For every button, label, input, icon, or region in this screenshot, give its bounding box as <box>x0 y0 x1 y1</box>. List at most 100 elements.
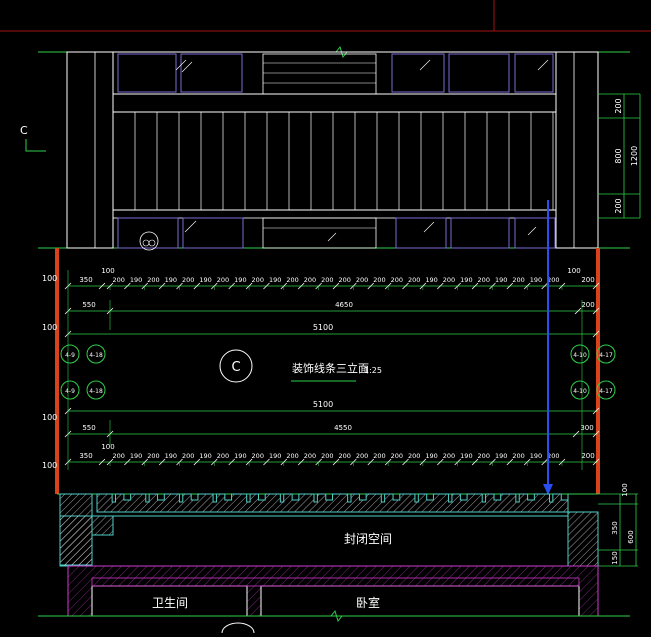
dim-tick <box>367 282 375 290</box>
dim-total: 5100 <box>313 323 333 332</box>
callout-right-a1 <box>570 344 590 364</box>
dim-segment: 190 <box>130 452 142 460</box>
dim-segment: 200 <box>391 276 403 284</box>
dim-tick <box>193 458 201 466</box>
svg-text:4-18: 4-18 <box>89 388 103 395</box>
dim-row-total-top: 5100 <box>64 323 600 338</box>
dim-first: 350 <box>79 276 92 284</box>
dim-tick <box>124 458 131 466</box>
room-bathroom: 卫生间 <box>152 596 188 610</box>
dim-tick <box>592 307 600 315</box>
dim-segment: 190 <box>199 452 211 460</box>
dim-right: 300 <box>580 424 593 432</box>
dim-mid: 4550 <box>334 424 352 432</box>
dim-segment: 190 <box>530 452 542 460</box>
dim-segment: 200 <box>478 276 490 284</box>
dim-segment: 200 <box>112 276 124 284</box>
row-label-4: 100 <box>42 461 57 470</box>
dim-segment: 200 <box>217 276 229 284</box>
svg-text:4-10: 4-10 <box>573 352 587 359</box>
svg-text:4-10: 4-10 <box>573 388 587 395</box>
dim-segment: 200 <box>338 276 350 284</box>
dim-segment: 200 <box>356 276 368 284</box>
dim-tick <box>124 282 131 290</box>
dim-segment: 200 <box>373 276 385 284</box>
callout-left-b1 <box>86 344 106 364</box>
dim-segment: 200 <box>304 452 316 460</box>
svg-text:4-9: 4-9 <box>65 388 75 395</box>
drawing-scale: 1:25 <box>364 366 382 375</box>
dim-tick <box>98 282 106 290</box>
dim-segment: 200 <box>147 276 159 284</box>
dim-segment: 190 <box>460 276 472 284</box>
dim-segment: 200 <box>252 276 264 284</box>
dim-segment: 200 <box>391 452 403 460</box>
dim-right-top: 100 <box>567 267 580 275</box>
dim-segment: 200 <box>304 276 316 284</box>
dim-tick <box>592 407 600 415</box>
dim-tick <box>193 282 201 290</box>
room-bedroom: 卧室 <box>356 595 380 610</box>
dim-row-sub-bottom: 550 4550 300 <box>64 424 600 438</box>
dim-segment: 200 <box>147 452 159 460</box>
dim-segment: 200 <box>512 276 524 284</box>
dim-first-top: 100 <box>101 443 114 451</box>
dim-segment: 200 <box>321 276 333 284</box>
svg-text:4-9: 4-9 <box>65 352 75 359</box>
dim-segment: 190 <box>530 276 542 284</box>
row-label-3: 100 <box>42 413 57 422</box>
dim-tick <box>158 458 166 466</box>
svg-text:4-18: 4-18 <box>89 352 103 359</box>
height-dim-top: 200 <box>614 98 623 113</box>
dim-tick <box>228 458 235 466</box>
dim-segment: 200 <box>356 452 368 460</box>
drawing-title-block: C 装饰线条三立面 1:25 <box>219 349 382 383</box>
slatted-panel <box>134 112 554 210</box>
dim-tick <box>506 282 514 290</box>
dim-segment: 200 <box>182 276 194 284</box>
dim-segment: 190 <box>130 276 142 284</box>
dim-first-top: 100 <box>101 267 114 275</box>
svg-text:150: 150 <box>611 551 619 564</box>
title-circle-letter: C <box>231 360 240 375</box>
dim-segment: 200 <box>321 452 333 460</box>
dim-mid: 4650 <box>335 301 353 309</box>
dim-tick <box>541 458 548 466</box>
title-circle <box>219 349 253 383</box>
dim-segment: 190 <box>234 276 246 284</box>
upper-elevation <box>38 45 630 251</box>
dim-end: 200 <box>581 276 594 284</box>
callout-left-a1 <box>60 344 80 364</box>
svg-text:350: 350 <box>611 521 619 534</box>
dim-segment: 190 <box>425 276 437 284</box>
callout-right-a2 <box>570 380 590 400</box>
callout-left-a2 <box>60 380 80 400</box>
pointer-arrow <box>543 200 553 495</box>
row-label-1: 100 <box>42 274 57 283</box>
dim-tick <box>592 282 600 290</box>
dim-tick <box>437 458 444 466</box>
dim-left: 550 <box>82 424 95 432</box>
dim-tick <box>402 458 409 466</box>
dim-tick <box>263 282 270 290</box>
dim-segment: 200 <box>217 452 229 460</box>
dim-segment: 200 <box>286 276 298 284</box>
dim-segment: 190 <box>269 276 281 284</box>
svg-text:100: 100 <box>621 483 629 496</box>
dim-segment: 200 <box>478 452 490 460</box>
dim-tick <box>297 458 305 466</box>
dim-segment: 200 <box>443 276 455 284</box>
callout-left-b2 <box>86 380 106 400</box>
dim-tick <box>592 330 600 338</box>
dim-segment: 200 <box>338 452 350 460</box>
dim-tick <box>471 458 479 466</box>
dim-tick <box>574 307 582 315</box>
dim-segment: 190 <box>234 452 246 460</box>
dim-segment: 200 <box>286 452 298 460</box>
dim-segment: 190 <box>165 452 177 460</box>
dim-segment: 200 <box>408 276 420 284</box>
dim-tick <box>572 430 580 438</box>
